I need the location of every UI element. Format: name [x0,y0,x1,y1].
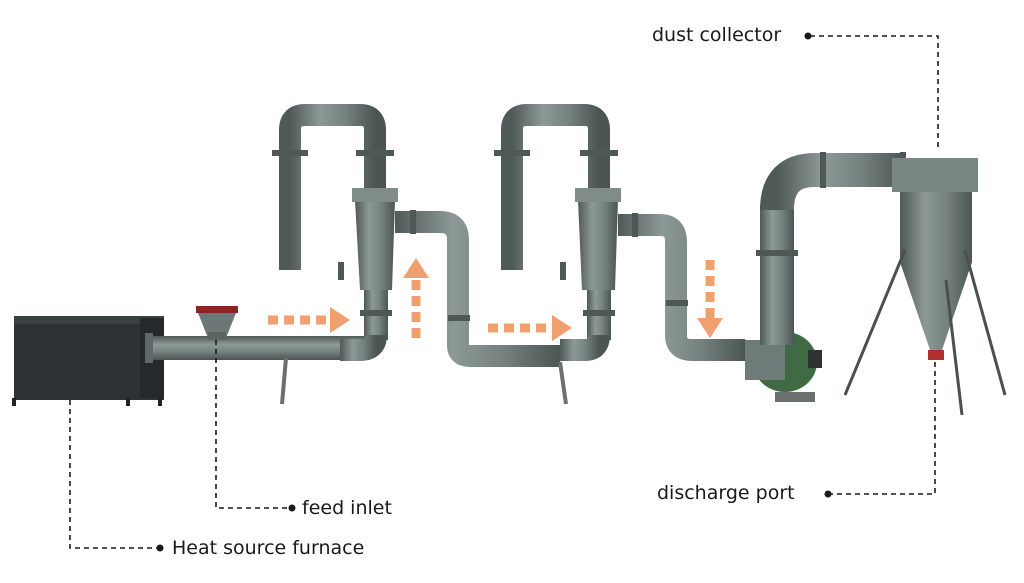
leader-heat-source-furnace [69,400,158,549]
leader-dot-heat-source-furnace [156,544,164,552]
label-heat-source-furnace: Heat source furnace [172,537,365,559]
dashed-arrow-icon [403,258,429,338]
leader-dot-discharge-port [824,490,832,498]
leader-dot-feed-inlet [288,504,296,512]
connector-1 [395,210,568,405]
leader-discharge-port [830,362,936,495]
leader-feed-inlet [215,340,290,509]
riser-pipe [756,152,906,345]
drying-loop-2 [494,104,618,280]
leader-dot-dust-collector [804,32,812,40]
separator-1 [340,188,398,361]
dust-collector [843,158,1007,416]
dashed-arrow-icon [488,315,572,341]
leader-dust-collector [810,35,939,150]
label-feed-inlet: feed inlet [302,497,392,519]
heat-source-furnace [12,316,164,406]
label-discharge-port: discharge port [657,482,795,504]
drying-loop-1 [272,104,394,280]
separator-2 [560,188,621,361]
induced-draft-fan [745,332,822,402]
dashed-arrow-icon [697,260,723,338]
feed-hopper [196,306,238,340]
connector-2 [618,213,745,361]
dashed-arrow-icon [268,307,350,333]
feed-pipe [145,333,370,405]
label-dust-collector: dust collector [652,24,782,46]
